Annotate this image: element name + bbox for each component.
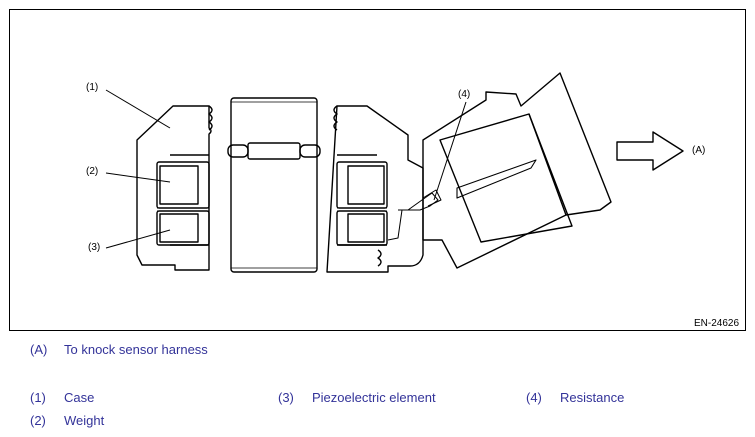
resistance-lead — [387, 192, 439, 241]
callout-4: (4) — [458, 89, 471, 100]
center-bore — [230, 97, 318, 273]
piezo-left — [156, 210, 210, 246]
bore-thread-right — [333, 105, 338, 131]
leader-3 — [105, 229, 171, 249]
knock-sensor-drawing — [105, 72, 684, 273]
weight-right — [336, 161, 388, 209]
piezo-right — [336, 210, 388, 246]
diagram-frame: (1) (2) (3) (4) (A) EN-24626 — [9, 9, 746, 331]
connector-housing — [422, 72, 612, 269]
sensor-case-right — [326, 105, 424, 273]
weight-left — [156, 161, 210, 209]
figure-id: EN-24626 — [694, 318, 740, 329]
sensor-case-outline — [136, 105, 212, 271]
callout-3: (3) — [88, 242, 101, 253]
legend-direction: (A) To knock sensor harness — [30, 342, 208, 357]
legend-item-resistance: (4)Resistance — [526, 390, 625, 405]
legend-item-case: (1)Case — [30, 390, 95, 405]
case-thread-bottom — [377, 249, 382, 267]
legend-direction-key: (A) — [30, 342, 48, 357]
callout-a: (A) — [692, 145, 706, 156]
callout-2: (2) — [86, 166, 99, 177]
bore-thread-left — [208, 105, 213, 131]
legend-item-piezoelectric: (3)Piezoelectric element — [278, 390, 436, 405]
leader-1 — [105, 89, 171, 129]
legend-direction-text: To knock sensor harness — [64, 342, 208, 357]
leader-2 — [105, 172, 171, 183]
center-bar — [247, 142, 301, 160]
direction-arrow — [616, 131, 684, 171]
legend-item-weight: (2)Weight — [30, 413, 105, 428]
leader-4 — [433, 101, 467, 201]
callout-1: (1) — [86, 82, 99, 93]
